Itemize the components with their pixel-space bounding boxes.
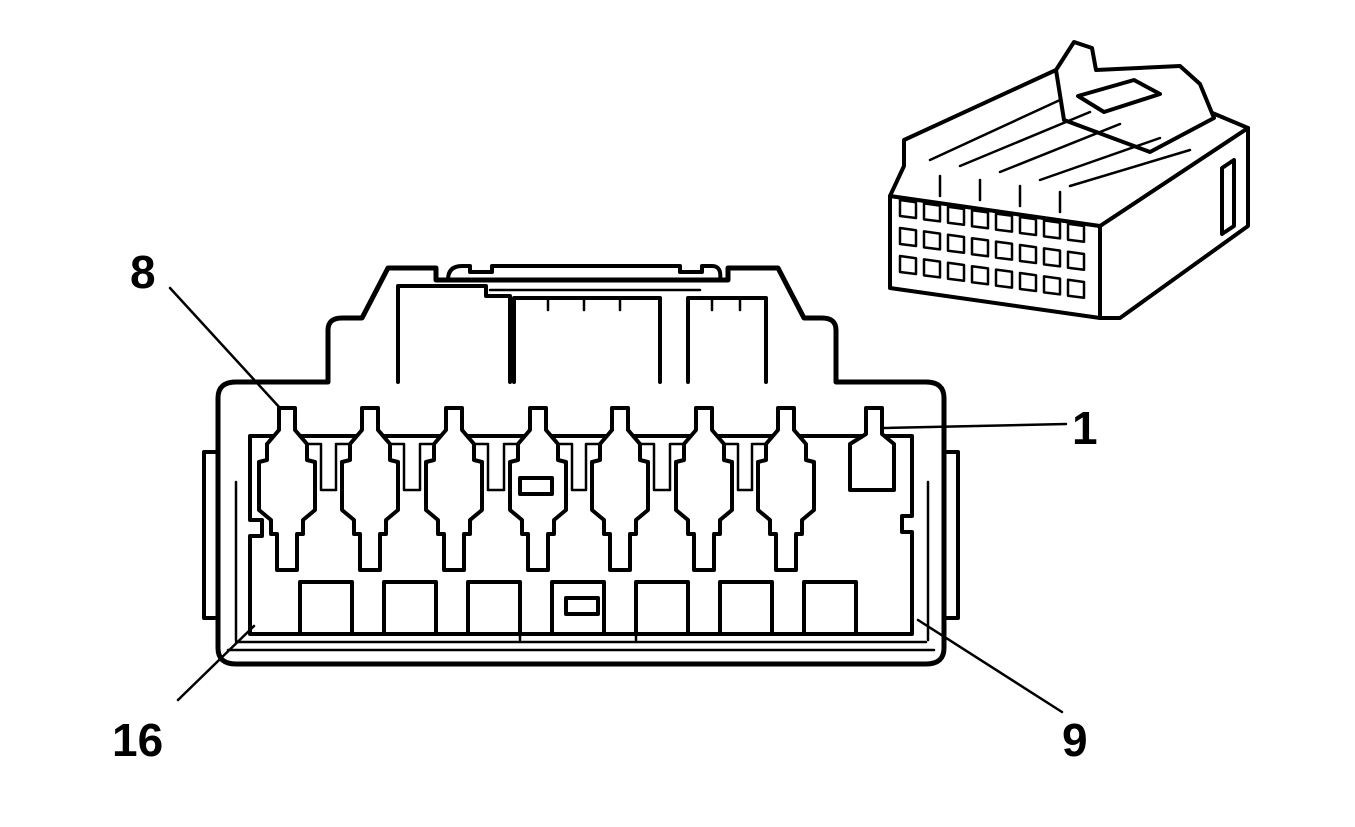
cavity-divider bbox=[305, 442, 352, 492]
cavity-divider bbox=[638, 442, 686, 492]
iso-cavity bbox=[898, 226, 918, 248]
iso-cavity bbox=[970, 208, 990, 230]
leader-line-pin-9 bbox=[916, 618, 1064, 714]
lower-terminal-cavity bbox=[550, 580, 606, 636]
lower-terminal-cavity bbox=[382, 580, 438, 636]
lower-row-divider bbox=[518, 580, 638, 642]
iso-cavity bbox=[898, 198, 918, 220]
cavity-divider bbox=[722, 442, 768, 492]
cavity-divider bbox=[472, 442, 520, 492]
iso-cavity bbox=[1066, 278, 1086, 300]
top-lock-ribs bbox=[488, 288, 742, 312]
connector-isometric-view bbox=[888, 40, 1250, 320]
top-lock-window bbox=[512, 296, 662, 384]
connector-housing-outline bbox=[215, 265, 947, 667]
top-lock-right bbox=[686, 296, 768, 384]
iso-cavity bbox=[946, 205, 966, 227]
iso-cavity bbox=[946, 233, 966, 255]
lower-terminal-cavity bbox=[298, 580, 354, 636]
key-slot-lower bbox=[564, 596, 600, 616]
iso-top-ribs bbox=[928, 98, 1192, 214]
upper-terminal-row bbox=[257, 406, 896, 572]
lower-terminal-row bbox=[298, 580, 858, 642]
pin-label-16: 16 bbox=[112, 714, 163, 766]
iso-cavity bbox=[1042, 247, 1062, 268]
top-lock-cap bbox=[446, 264, 723, 282]
upper-terminal-cavity bbox=[674, 406, 734, 572]
iso-cavity bbox=[970, 264, 990, 286]
iso-cavity bbox=[922, 258, 942, 279]
iso-cavity bbox=[898, 254, 918, 276]
iso-cavity bbox=[1066, 250, 1086, 272]
upper-terminal-cavity bbox=[424, 406, 484, 572]
leader-line-pin-16 bbox=[176, 624, 256, 702]
iso-cavity bbox=[1066, 222, 1086, 244]
iso-front-cavities bbox=[898, 198, 1086, 300]
iso-cavity bbox=[970, 236, 990, 258]
pin-label-9: 9 bbox=[1062, 714, 1088, 766]
cavity-divider bbox=[556, 442, 602, 492]
iso-cavity bbox=[1042, 275, 1062, 296]
iso-cavity bbox=[922, 202, 942, 223]
lower-terminal-cavity bbox=[802, 580, 858, 636]
right-side-latch bbox=[942, 450, 960, 620]
iso-cavity bbox=[1018, 243, 1038, 265]
iso-cavity bbox=[922, 230, 942, 251]
iso-latch-window bbox=[1076, 78, 1162, 114]
upper-terminal-stub bbox=[848, 406, 896, 492]
leader-line-pin-8 bbox=[168, 286, 282, 410]
upper-terminal-cavity bbox=[590, 406, 650, 572]
leader-lines bbox=[168, 286, 1068, 714]
cavity-divider bbox=[388, 442, 436, 492]
lower-terminal-cavity bbox=[718, 580, 774, 636]
top-lock-block bbox=[396, 284, 512, 384]
key-slot-upper bbox=[518, 476, 554, 496]
iso-cavity bbox=[1018, 271, 1038, 293]
upper-terminal-cavity bbox=[756, 406, 816, 572]
connector-face bbox=[202, 264, 960, 667]
iso-cavity bbox=[946, 261, 966, 283]
upper-terminal-cavity bbox=[340, 406, 400, 572]
iso-cavity bbox=[994, 212, 1014, 233]
lower-terminal-cavity bbox=[466, 580, 522, 636]
lower-terminal-cavity bbox=[634, 580, 690, 636]
iso-side-slot bbox=[1220, 158, 1236, 236]
left-side-latch bbox=[202, 450, 220, 620]
iso-cavity bbox=[994, 240, 1014, 261]
pin-label-1: 1 bbox=[1072, 402, 1098, 454]
leader-line-pin-1 bbox=[880, 422, 1068, 430]
upper-terminal-cavity bbox=[257, 406, 317, 572]
pin-label-8: 8 bbox=[130, 246, 156, 298]
iso-cavity bbox=[1042, 219, 1062, 240]
iso-cavity bbox=[1018, 215, 1038, 237]
cavity-wall bbox=[248, 434, 914, 636]
iso-cavity bbox=[994, 268, 1014, 289]
